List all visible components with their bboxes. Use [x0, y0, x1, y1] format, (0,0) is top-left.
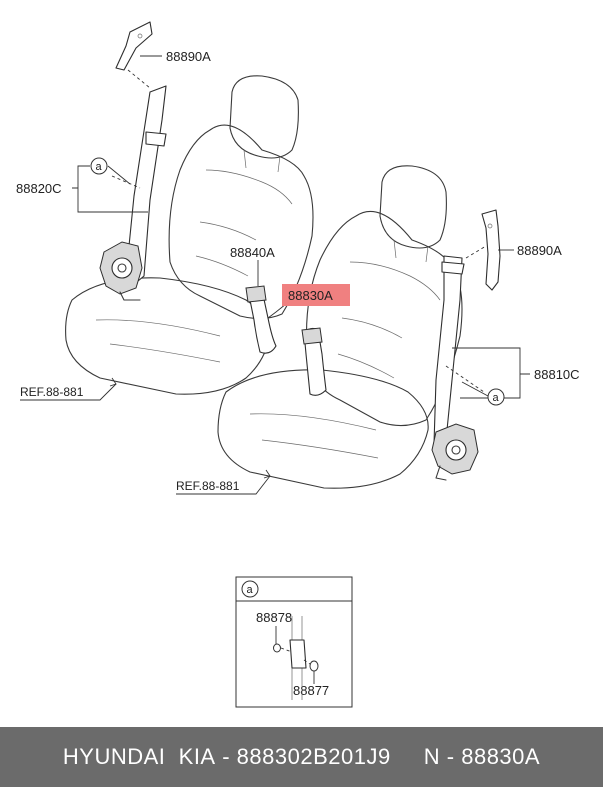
detail-bubble-right: a	[487, 388, 505, 406]
inset-part-88877: 88877	[293, 683, 329, 698]
inset-part-88878: 88878	[256, 610, 292, 625]
svg-text:a: a	[493, 392, 500, 404]
spacer	[391, 744, 424, 770]
ref-left-label: REF.88-881	[20, 385, 84, 399]
parts-diagram: 88890A 88820C 88840A 88830A 88890A 88810…	[16, 21, 580, 708]
callout-88810c: 88810C	[534, 367, 580, 382]
callout-88820c: 88820C	[16, 181, 62, 196]
callout-88890a-right: 88890A	[517, 243, 562, 258]
right-seat	[217, 165, 501, 489]
brand-label: HYUNDAI KIA	[62, 744, 216, 769]
catalog-code: 88830A	[461, 744, 541, 769]
callout-88890a-left: 88890A	[166, 49, 211, 64]
ref-right-label: REF.88-881	[176, 479, 240, 493]
highlight-box	[282, 284, 350, 306]
detail-bubble-left: a	[90, 157, 108, 175]
svg-text:a: a	[96, 161, 103, 173]
left-seat	[65, 21, 314, 395]
inset-marker: a	[247, 584, 254, 596]
part-number: 888302B201J9	[236, 744, 391, 769]
catalog-prefix: N	[423, 744, 441, 769]
callout-88830a: 88830A	[288, 288, 333, 303]
detail-inset: a 88878 88877	[235, 576, 353, 708]
separator: -	[440, 744, 462, 769]
separator: -	[215, 744, 237, 769]
leader-lines	[20, 55, 530, 495]
part-info-bar: HYUNDAI KIA - 888302B201J9 N - 88830A	[0, 727, 603, 787]
callout-88840a: 88840A	[230, 245, 275, 260]
